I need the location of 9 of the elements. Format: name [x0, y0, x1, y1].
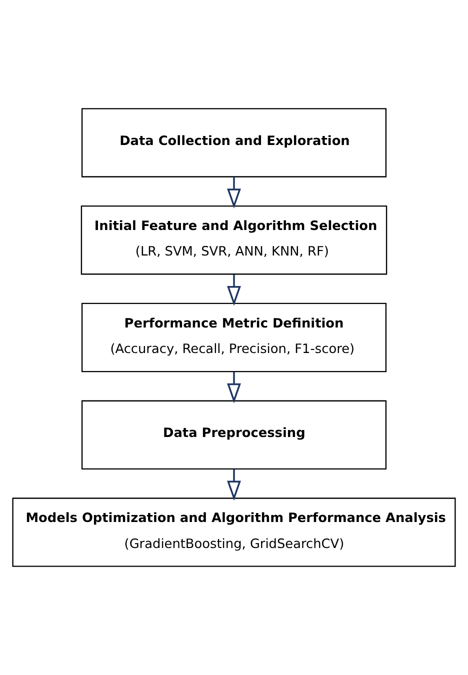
arrow: [227, 469, 241, 501]
node-box: Models Optimization and Algorithm Performance Analysis (GradientBoosting, GridSearchCV): [12, 498, 456, 567]
node-box: Initial Feature and Algorithm Selection (LR, SVM, SVR, ANN, KNN, RF): [80, 206, 388, 275]
node-box: Data Collection and Exploration: [81, 108, 387, 178]
node-box: Data Preprocessing: [81, 400, 387, 470]
arrow: [227, 372, 241, 404]
arrow: [227, 274, 241, 306]
arrow: [227, 177, 241, 209]
node-box: Performance Metric Definition (Accuracy, Recall, Precision, F1-score): [81, 302, 387, 372]
